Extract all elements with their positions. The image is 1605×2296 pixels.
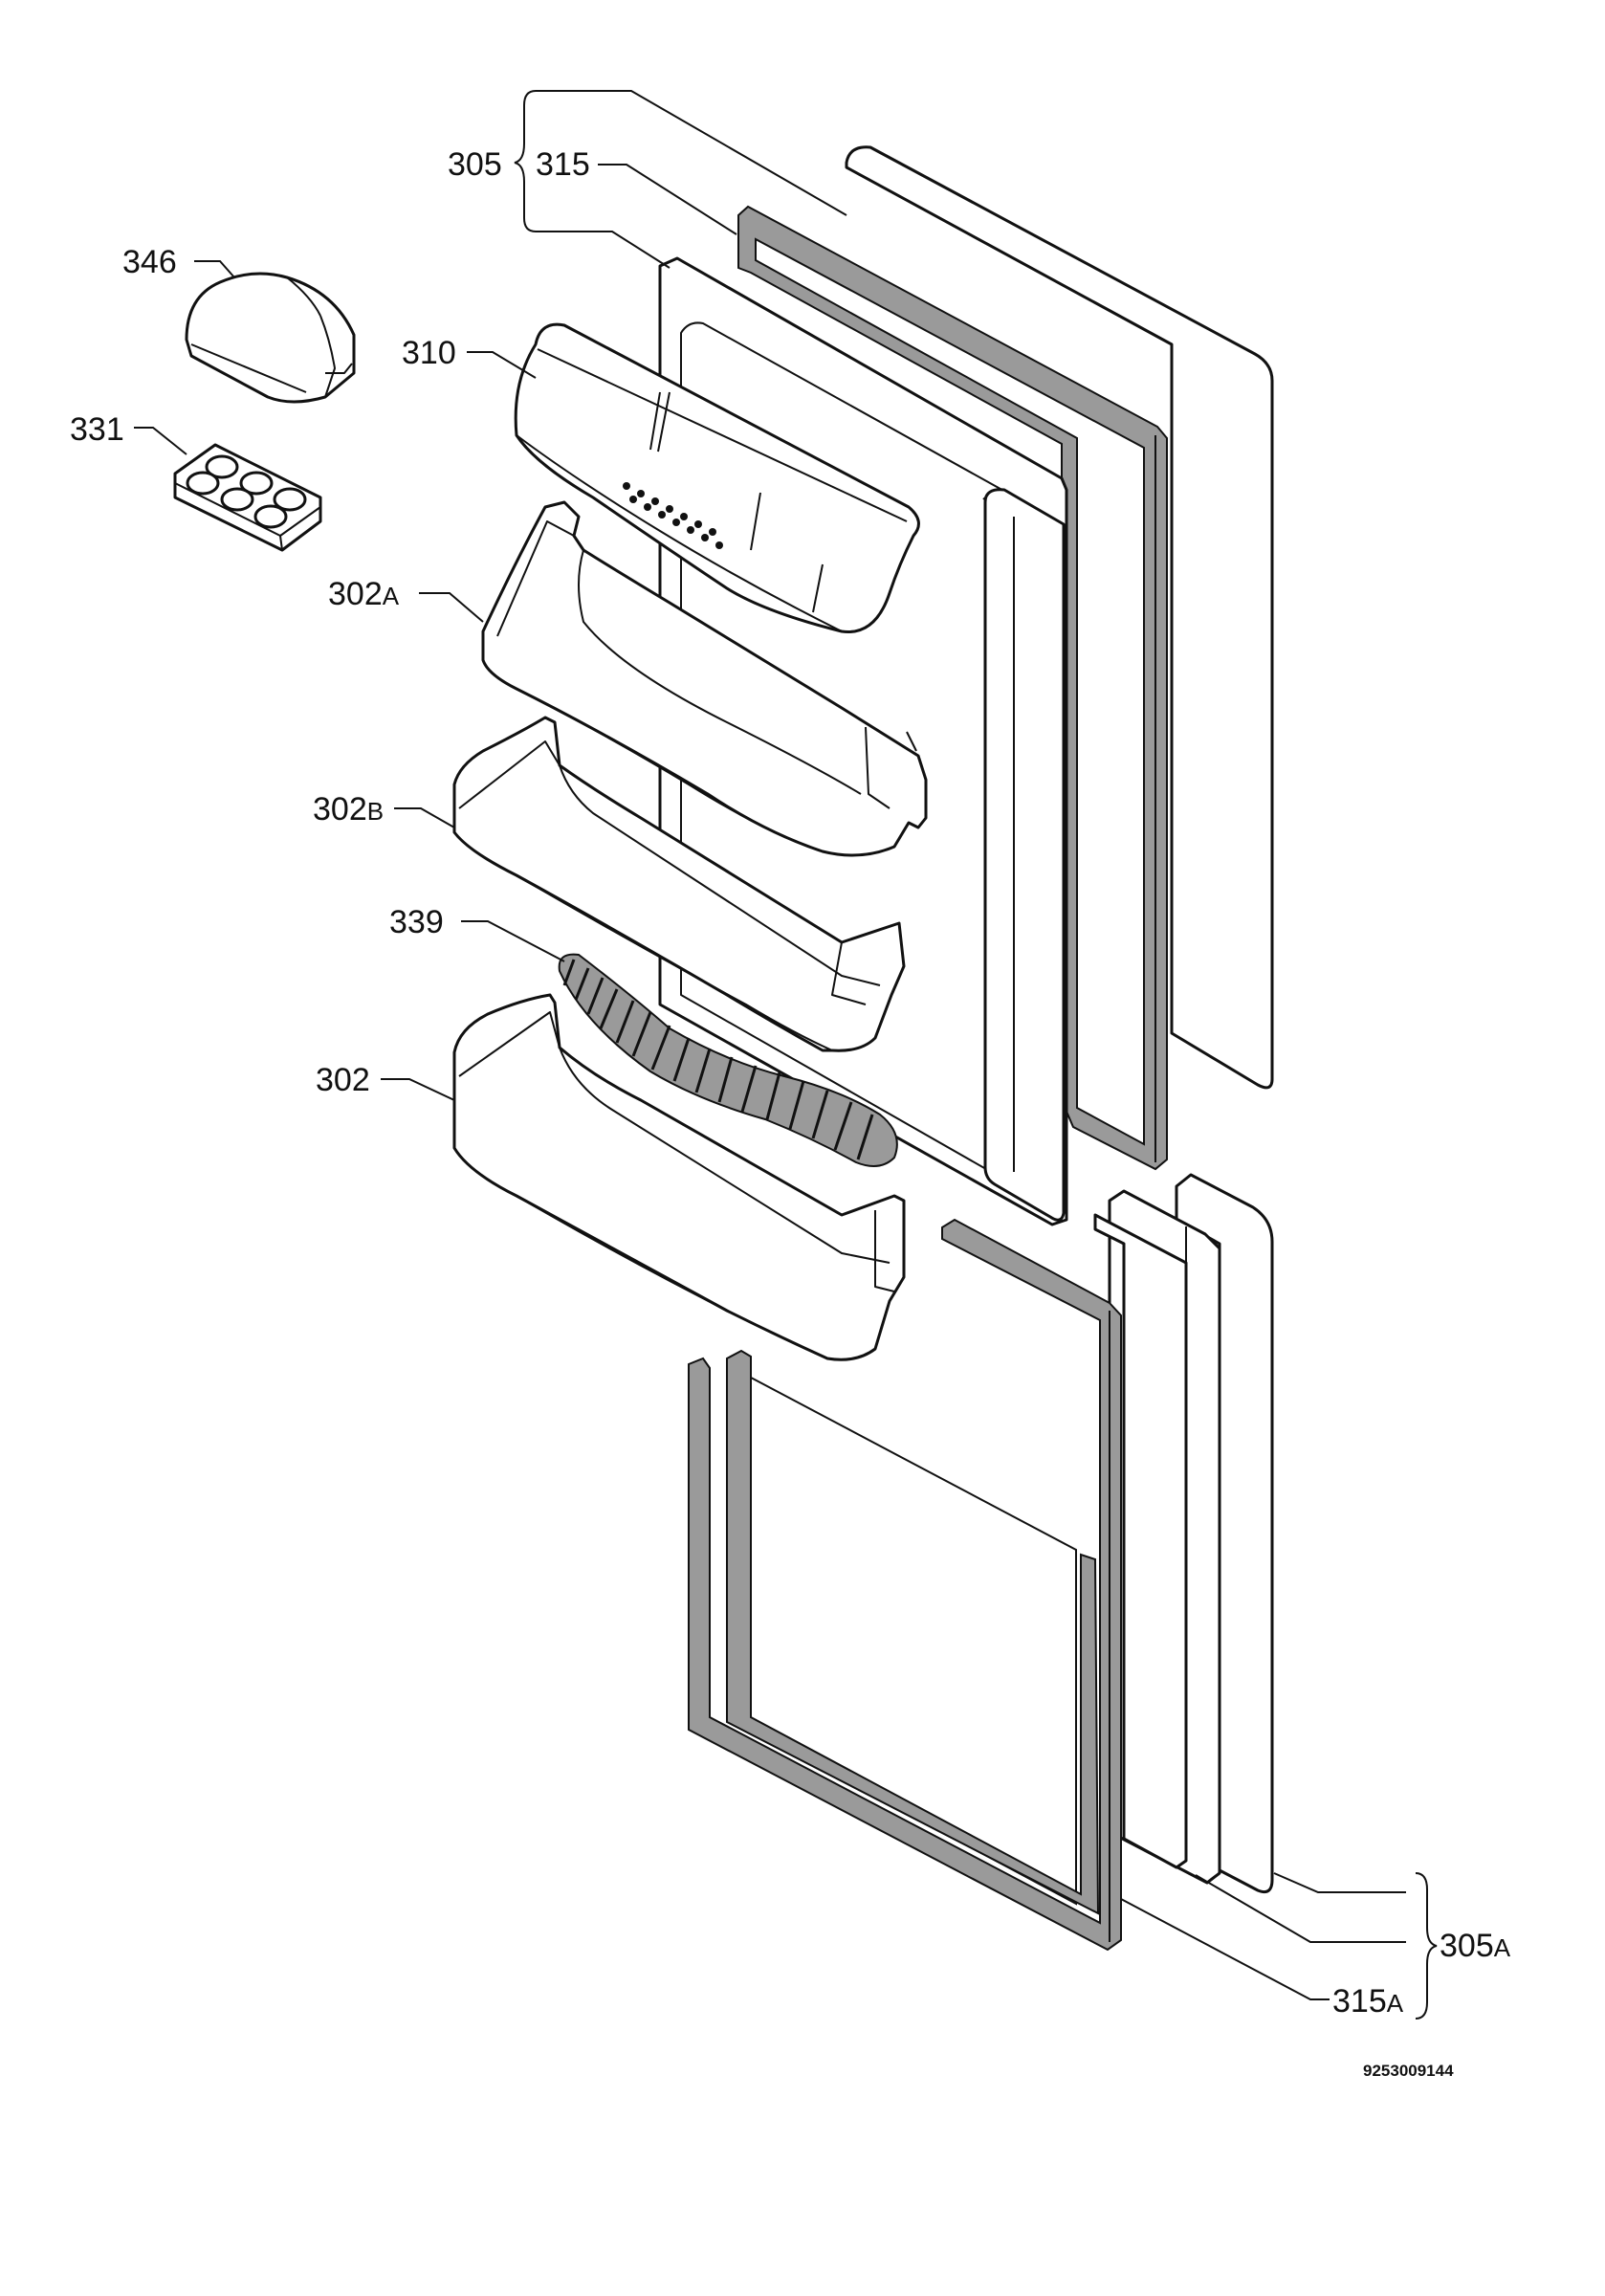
dairy-cover-310	[514, 322, 920, 633]
lower-door-panel	[1093, 1173, 1274, 1894]
door-shelf-302	[452, 993, 906, 1361]
label-302b: 302B	[313, 791, 384, 828]
bottle-retainer-339	[558, 953, 898, 1167]
door-shelf-302a	[481, 500, 928, 857]
leader-lines	[134, 90, 1406, 2000]
label-305: 305	[448, 146, 502, 183]
label-346: 346	[122, 244, 177, 280]
butter-box-346	[185, 272, 356, 404]
label-331: 331	[70, 411, 124, 448]
label-305a: 305A	[1440, 1928, 1511, 1964]
brace-305	[514, 90, 537, 232]
part-labels: 305 315 346 310 331 302A 302B 339 302 30…	[70, 146, 1511, 2080]
brace-305a	[1415, 1872, 1438, 2020]
door-shelf-302b	[452, 716, 906, 1052]
label-310: 310	[402, 335, 456, 371]
cover-vent-dots	[623, 482, 723, 549]
label-339: 339	[389, 904, 444, 940]
upper-door-gasket	[737, 205, 1168, 1171]
label-302: 302	[316, 1062, 370, 1098]
lower-door-gasket	[688, 1218, 1122, 1952]
label-315a: 315A	[1332, 1983, 1404, 2020]
upper-door-panel	[845, 145, 1274, 1090]
drawing-code: 9253009144	[1363, 2062, 1454, 2080]
label-315: 315	[536, 146, 590, 183]
egg-tray-331	[173, 443, 322, 552]
label-302a: 302A	[328, 576, 400, 612]
